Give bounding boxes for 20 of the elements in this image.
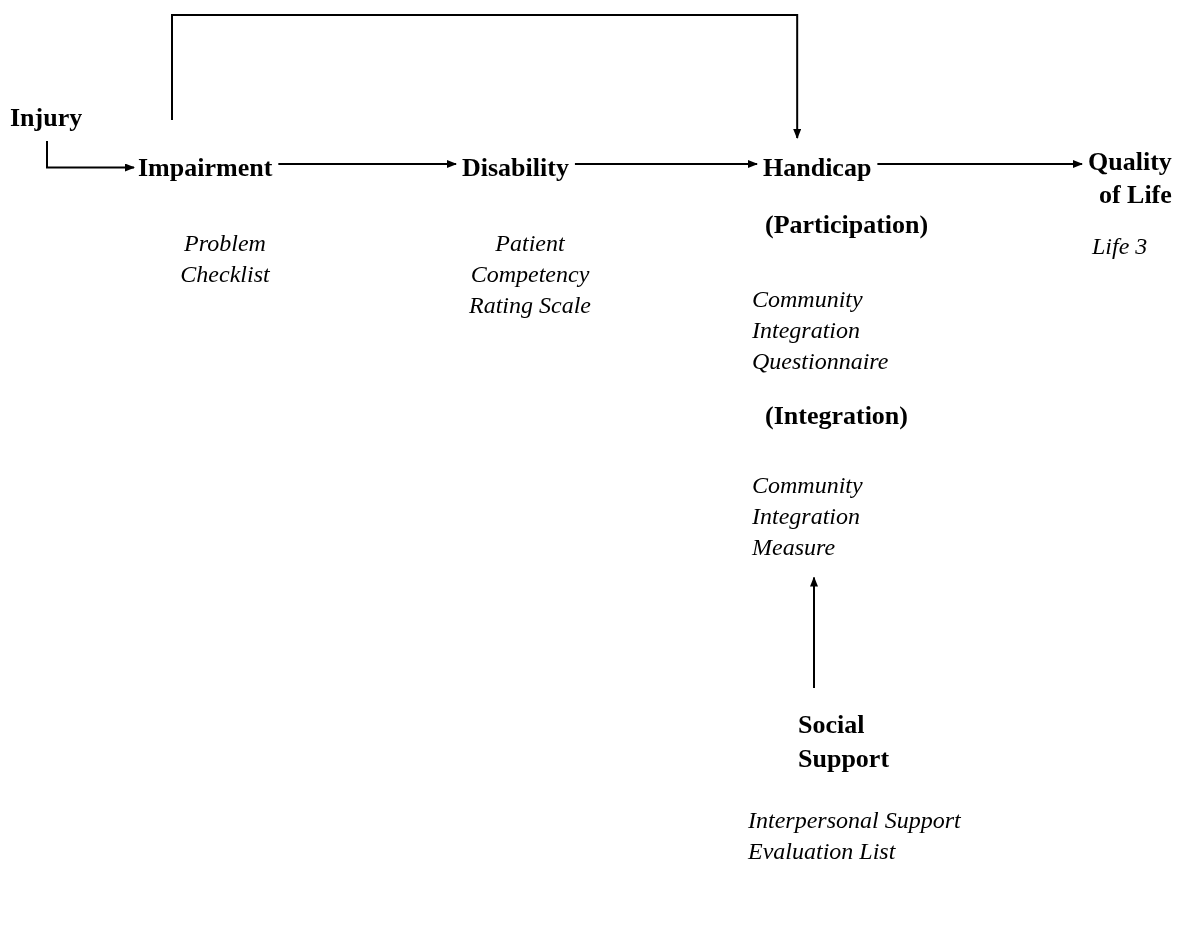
node-label: Community Integration Measure <box>752 470 932 564</box>
node-label: Disability <box>462 148 569 187</box>
arrow <box>277 160 457 168</box>
node-label: Quality of Life <box>1088 146 1172 211</box>
node-label: Impairment <box>138 148 273 187</box>
measure-label: (Participation) <box>765 209 929 241</box>
measure-label: Interpersonal Support Evaluation List <box>748 806 962 867</box>
measure-label: Problem Checklist <box>179 229 271 290</box>
arrow <box>810 576 818 689</box>
arrow <box>171 14 802 139</box>
arrow <box>573 160 758 168</box>
measure-label: Life 3 <box>1092 232 1148 261</box>
node-label: Injury <box>10 98 83 137</box>
node-label: Social Support <box>798 708 898 776</box>
arrow <box>876 160 1083 168</box>
node-label: Handicap <box>763 148 872 187</box>
measure-label: Patient Competency Rating Scale <box>468 229 592 321</box>
measure-label: Community Integration Questionnaire <box>752 285 890 377</box>
arrow <box>46 140 135 172</box>
measure-label: (Integration) <box>765 400 908 432</box>
